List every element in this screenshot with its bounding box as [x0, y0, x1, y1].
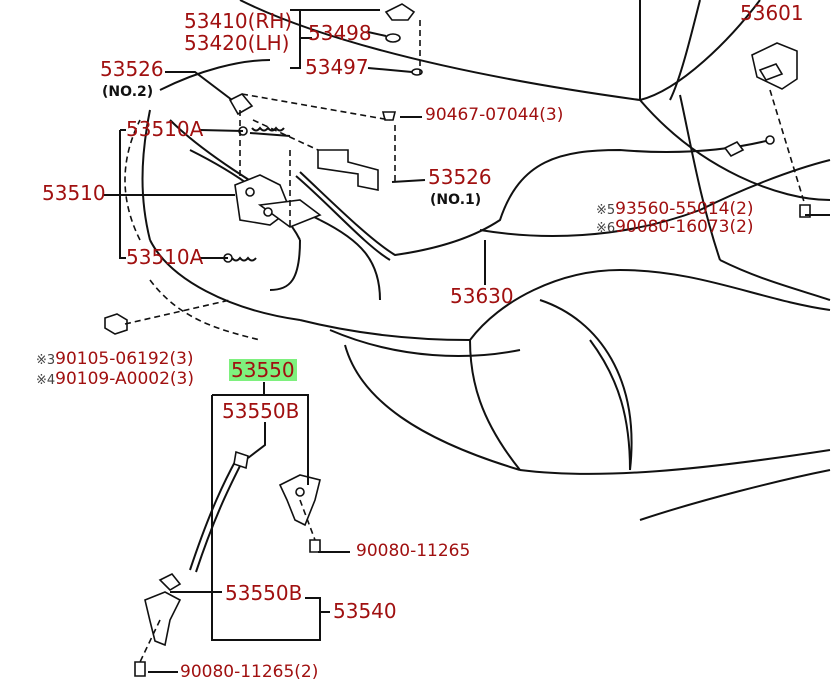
part-label-53540[interactable]: 53540 — [333, 599, 397, 623]
part-note-no2: (NO.2) — [102, 84, 154, 100]
part-label-53498[interactable]: 53498 — [308, 21, 372, 45]
part-label-53630[interactable]: 53630 — [450, 284, 514, 308]
part-label-53550[interactable]: 53550 — [229, 358, 297, 382]
part-label-90109-a0002[interactable]: ※490109-A0002(3) — [36, 370, 194, 390]
part-label-90105-06192[interactable]: ※390105-06192(3) — [36, 350, 194, 370]
part-label-53550b-top[interactable]: 53550B — [222, 399, 300, 423]
part-label-90080-16073[interactable]: ※690080-16073(2) — [596, 218, 754, 238]
hood-lock-assembly — [223, 126, 322, 263]
part-label-53410[interactable]: 53410(RH) — [184, 9, 293, 33]
part-label-93560-55014[interactable]: ※593560-55014(2) — [596, 200, 754, 220]
part-label-53497[interactable]: 53497 — [305, 55, 369, 79]
note-mark-4: ※4 — [36, 373, 56, 388]
release-cable — [295, 135, 775, 261]
part-label-53510[interactable]: 53510 — [42, 181, 106, 205]
part-note-no1: (NO.1) — [430, 192, 482, 208]
part-label-53526-no1[interactable]: 53526 — [428, 165, 492, 189]
part-number-93560-55014: 93560-55014(2) — [615, 199, 754, 219]
leader-lines — [104, 9, 830, 673]
support-rod-parts — [104, 3, 811, 677]
part-number-90105-06192: 90105-06192(3) — [55, 349, 194, 369]
part-label-53510a-bottom[interactable]: 53510A — [126, 245, 204, 269]
part-label-53550b-bottom[interactable]: 53550B — [225, 581, 303, 605]
part-number-90109-a0002: 90109-A0002(3) — [55, 369, 194, 389]
vehicle-body-outline — [124, 0, 831, 521]
note-mark-5: ※5 — [596, 203, 616, 218]
part-label-53420[interactable]: 53420(LH) — [184, 31, 290, 55]
part-number-90080-16073: 90080-16073(2) — [615, 217, 754, 237]
note-mark-3: ※3 — [36, 353, 56, 368]
part-label-90467-07044[interactable]: 90467-07044(3) — [425, 105, 564, 125]
part-label-53510a-top[interactable]: 53510A — [126, 117, 204, 141]
part-label-53526-no2[interactable]: 53526 — [100, 57, 164, 81]
part-label-53601[interactable]: 53601 — [740, 1, 804, 25]
note-mark-6: ※6 — [596, 221, 616, 236]
part-label-90080-11265-2[interactable]: 90080-11265(2) — [180, 662, 319, 682]
part-label-90080-11265[interactable]: 90080-11265 — [356, 541, 471, 561]
cable-bracket — [228, 42, 798, 191]
